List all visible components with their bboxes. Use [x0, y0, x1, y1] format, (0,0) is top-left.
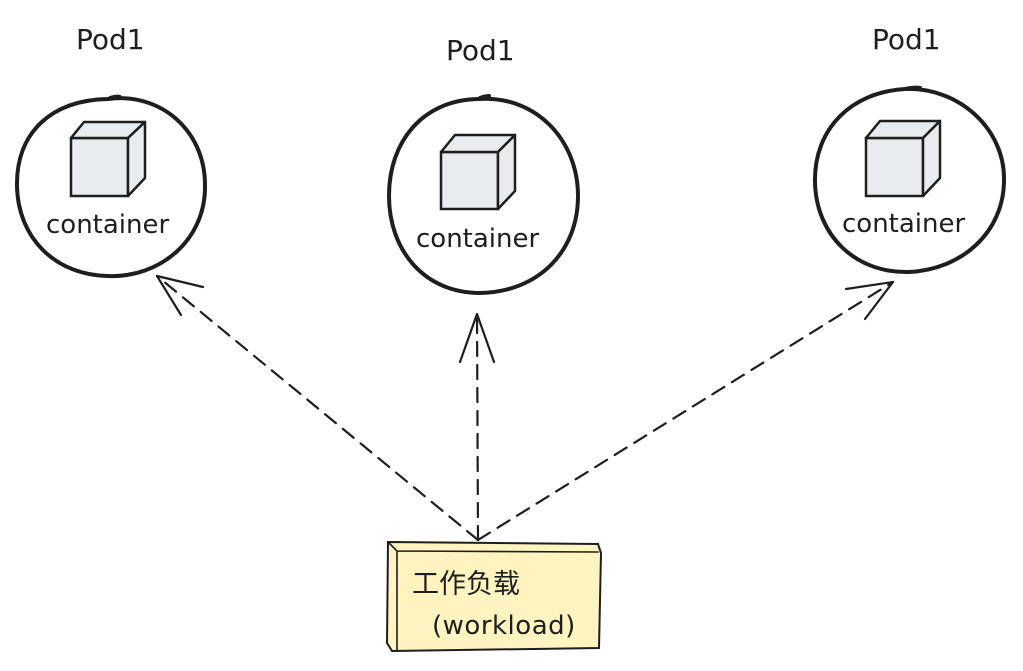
pod-title: Pod1: [76, 23, 145, 56]
arrow-to-pod-center: [458, 312, 496, 542]
workload-title: 工作负载: [412, 569, 520, 600]
container-label: container: [46, 210, 170, 240]
pod-title: Pod1: [446, 34, 515, 67]
pod-circle: [387, 94, 580, 295]
pod-title: Pod1: [872, 23, 941, 56]
pod-left: Pod1 container: [14, 23, 208, 279]
arrow-to-pod-right: [476, 280, 895, 542]
pod-center: Pod1 container: [387, 34, 580, 295]
pod-right: Pod1 container: [812, 23, 1007, 275]
workload-note: 工作负载 (workload): [385, 540, 603, 653]
container-cube-icon: [864, 119, 942, 198]
workload-subtitle: (workload): [432, 611, 576, 641]
container-cube-icon: [439, 133, 517, 211]
pod-circle: [812, 85, 1007, 275]
container-cube-icon: [69, 120, 147, 198]
workload-note-box: [385, 540, 603, 653]
container-label: container: [842, 209, 966, 239]
pod-circle: [14, 94, 208, 279]
arrow-to-pod-left: [155, 274, 480, 542]
container-label: container: [416, 224, 540, 254]
